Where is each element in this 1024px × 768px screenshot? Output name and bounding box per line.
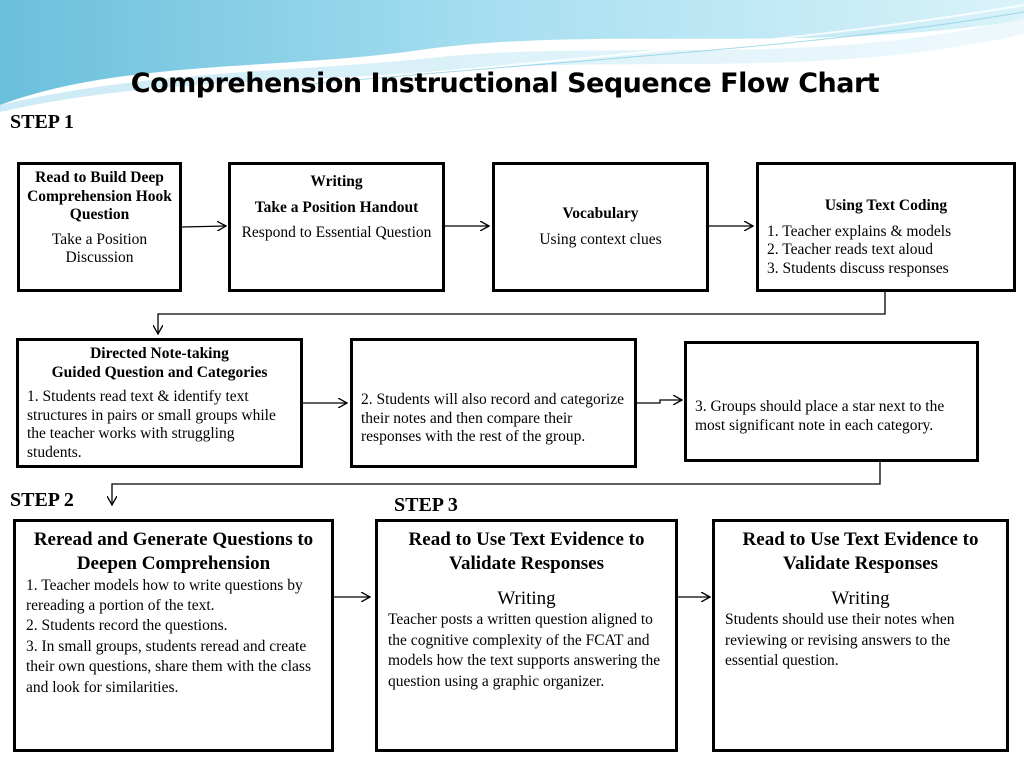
box-text-coding: Using Text Coding 1. Teacher explains & … [756, 162, 1016, 292]
arrow-notes-to-reread [112, 461, 881, 505]
box-subheading: Guided Question and Categories [51, 363, 268, 381]
page-title: Comprehension Instructional Sequence Flo… [130, 68, 880, 99]
box-reread-generate: Reread and Generate Questions to Deepen … [13, 519, 334, 752]
box-text: Using context clues [539, 230, 662, 248]
list-item: 3. In small groups, students reread and … [26, 637, 311, 696]
box-vocabulary: Vocabulary Using context clues [492, 162, 709, 292]
box-writing-position: Writing Take a Position Handout Respond … [228, 162, 445, 292]
list-item: 1. Teacher explains & models [767, 222, 952, 240]
arrow-notes-step2-to-step3 [637, 400, 682, 403]
box-heading: Vocabulary [562, 205, 639, 222]
box-text-evidence-students: Read to Use Text Evidence to Validate Re… [712, 519, 1009, 752]
box-heading: Read to Build Deep Comprehension Hook Qu… [27, 169, 172, 224]
step-3-label: STEP 3 [394, 494, 458, 516]
box-heading: Using Text Coding [824, 197, 948, 214]
box-subheading: Take a Position Handout [254, 198, 419, 216]
box-heading: Read to Use Text Evidence to Validate Re… [742, 529, 979, 574]
box-subheading: Writing [831, 587, 890, 609]
box-text-evidence-teacher: Read to Use Text Evidence to Validate Re… [375, 519, 678, 752]
box-subheading: Writing [497, 587, 556, 609]
arrow-hook-to-writing [181, 226, 226, 227]
box-text: 1. Students read text & identify text st… [27, 388, 276, 461]
arrow-coding-to-notetaking [158, 291, 886, 334]
step-2-label: STEP 2 [10, 489, 74, 511]
list-item: 3. Students discuss responses [767, 259, 949, 277]
box-heading: Directed Note-taking [90, 345, 229, 362]
box-text: 2. Students will also record and categor… [361, 391, 624, 446]
box-hook-question: Read to Build Deep Comprehension Hook Qu… [17, 162, 182, 292]
step-1-label: STEP 1 [10, 111, 74, 133]
list-item: 1. Teacher models how to write questions… [26, 576, 303, 614]
box-record-categorize: 2. Students will also record and categor… [350, 338, 637, 468]
box-directed-notetaking: Directed Note-taking Guided Question and… [16, 338, 303, 468]
list-item: 2. Students record the questions. [26, 617, 228, 635]
list-item: 2. Teacher reads text aloud [767, 241, 934, 259]
box-text: Teacher posts a written question aligned… [388, 611, 661, 690]
box-text: Take a Position Discussion [51, 230, 148, 267]
box-text: 3. Groups should place a star next to th… [695, 398, 945, 434]
box-heading: Reread and Generate Questions to Deepen … [33, 529, 314, 574]
box-star-significant: 3. Groups should place a star next to th… [684, 341, 979, 462]
box-text: Respond to Essential Question [241, 224, 432, 242]
header-wave-decoration [0, 0, 1024, 112]
box-text: Students should use their notes when rev… [725, 611, 955, 670]
box-heading: Writing [310, 173, 363, 190]
box-heading: Read to Use Text Evidence to Validate Re… [408, 529, 645, 574]
